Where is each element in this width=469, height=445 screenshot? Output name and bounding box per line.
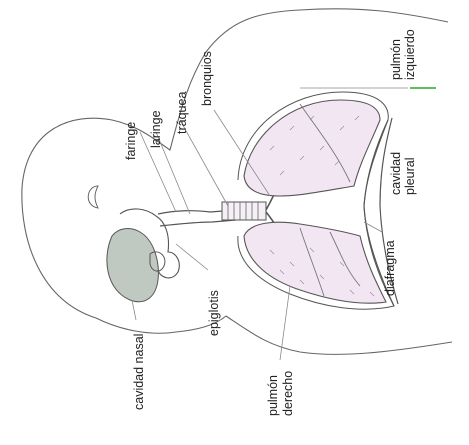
trachea <box>222 202 266 220</box>
label-cavidad-pleural-line1: cavidad <box>389 152 403 195</box>
label-laringe: laringe <box>149 110 163 148</box>
label-pulmon-izquierdo-line2: izquierdo <box>403 29 417 80</box>
right-lung <box>244 222 386 303</box>
label-cavidad-pleural-line2: pleural <box>403 157 417 195</box>
label-pulmon-izquierdo-line1: pulmón <box>389 39 403 80</box>
label-faringe: faringe <box>124 122 138 160</box>
label-epiglotis: epiglotis <box>207 290 221 336</box>
label-pulmon-derecho-line1: pulmón <box>266 375 280 416</box>
label-cavidad-nasal: cavidad nasal <box>132 334 146 410</box>
label-traquea: tráquea <box>175 92 189 134</box>
body-outline-lower <box>96 316 452 354</box>
ear-outline <box>88 186 98 208</box>
label-diafragma: diafragma <box>383 240 397 296</box>
label-bronquios: bronquios <box>200 51 214 106</box>
label-pulmon-derecho-line2: derecho <box>281 371 295 416</box>
left-lung <box>244 100 380 196</box>
